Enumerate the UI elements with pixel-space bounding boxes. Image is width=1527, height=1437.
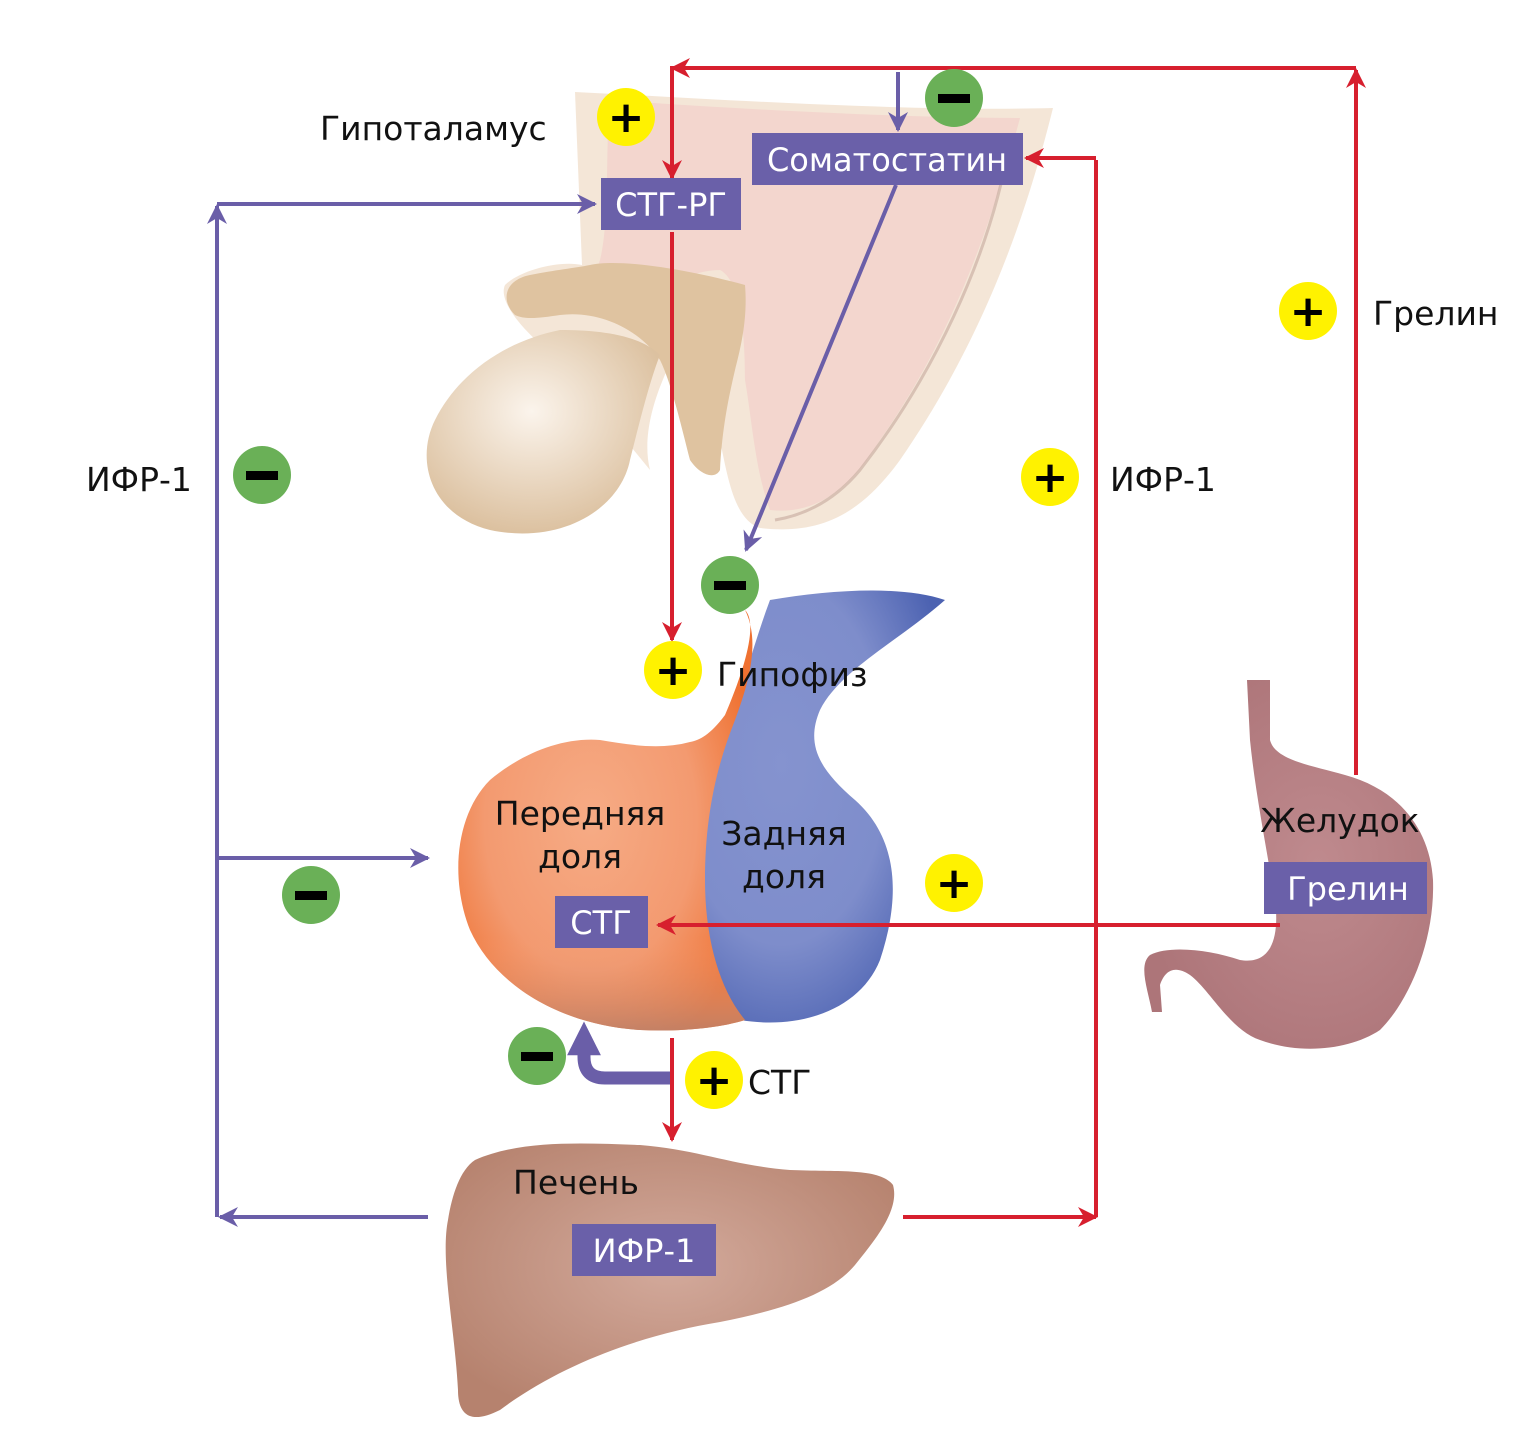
minus-icon [938,94,970,103]
pituitary-label: Гипофиз [717,655,868,694]
ghrh-box: СТГ-РГ [601,178,741,230]
plus-badge-ghrelin-gh: + [925,854,983,912]
igf1-label: ИФР-1 [593,1232,696,1270]
minus-icon [714,581,746,590]
minus-badge-igf1-anterior [282,866,340,924]
minus-badge-igf1-left [233,446,291,504]
minus-badge-somatostatin-pituitary [701,556,759,614]
plus-icon: + [608,92,645,143]
posterior-lobe-shape [693,590,945,1023]
plus-icon: + [696,1055,733,1106]
infundibulum-stalk [506,262,746,476]
stomach-label: Желудок [1260,801,1419,840]
plus-badge-igf1-right: + [1021,448,1079,506]
liver-label: Печень [513,1163,639,1202]
pituitary-illustration [458,590,945,1031]
somatostatin-box: Соматостатин [752,133,1023,185]
anterior-lobe-shade [458,720,745,1031]
optic-bulb [426,330,660,534]
gh-pathway-label: СТГ [748,1063,811,1102]
posterior-lobe-label-line2: доля [742,857,826,896]
hypothalamus-fold-line [774,139,1012,522]
gh-box: СТГ [555,896,648,948]
ghrelin-box: Грелин [1264,862,1427,914]
gh-label: СТГ [570,904,631,942]
plus-badge-ghrelin: + [1279,282,1337,340]
stimulatory-pathways [656,58,1366,1227]
ghrh-label: СТГ-РГ [615,186,727,224]
minus-icon [246,471,278,480]
plus-icon: + [1290,286,1327,337]
somatostatin-to-pituitary-arrow [743,184,898,552]
gh-short-loop-arrow [567,1021,670,1085]
ghrelin-pathway-label: Грелин [1373,294,1499,333]
igf1-left-pathway-label: ИФР-1 [86,460,192,499]
liver-illustration [445,1143,895,1418]
posterior-lobe-label-line1: Задняя [721,814,846,853]
igf1-box: ИФР-1 [572,1224,716,1276]
minus-badge-somatostatin [925,69,983,127]
minus-badge-gh-short-loop [508,1027,566,1085]
anterior-lobe-label-line1: Передняя [495,794,665,833]
igf1-right-pathway-label: ИФР-1 [1110,460,1216,499]
plus-badge-hypothalamus: + [597,88,655,146]
minus-icon [521,1052,553,1061]
minus-icon [295,891,327,900]
plus-badge-pituitary: + [644,641,702,699]
plus-icon: + [1032,452,1069,503]
ghrelin-label: Грелин [1287,870,1409,908]
plus-badge-gh-liver: + [685,1051,743,1109]
plus-icon: + [655,645,692,696]
plus-icon: + [936,858,973,909]
inhibitory-pathways [207,72,908,1227]
anterior-lobe-label-line2: доля [538,837,622,876]
hypothalamus-label: Гипоталамус [320,109,547,148]
somatostatin-label: Соматостатин [767,141,1007,179]
